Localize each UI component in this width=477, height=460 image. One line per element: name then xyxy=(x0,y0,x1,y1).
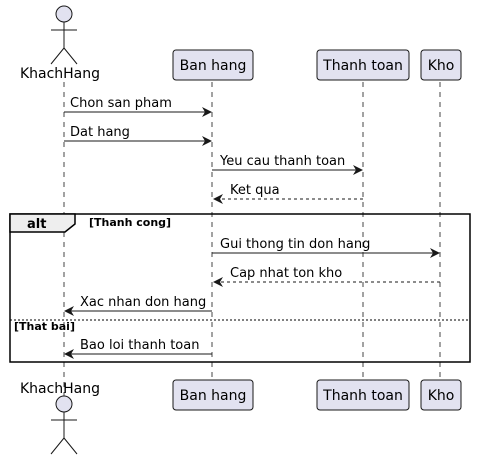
participant-box xyxy=(420,379,462,411)
actor-head-icon xyxy=(55,395,73,413)
alt-guard-success: [Thanh cong] xyxy=(89,216,171,229)
message-label: Dat hang xyxy=(70,125,130,140)
message-7: Xac nhan don hang xyxy=(64,295,212,316)
actor-leg-left-icon xyxy=(50,437,65,455)
participant-box xyxy=(172,379,254,411)
participant-label: Ban hang xyxy=(180,58,247,74)
alt-label-tab xyxy=(9,213,76,233)
actor-leg-right-icon xyxy=(63,437,78,455)
participant-box xyxy=(420,49,462,81)
message-label: Xac nhan don hang xyxy=(80,295,206,310)
message-label: Ket qua xyxy=(230,183,280,198)
message-1: Chon san pham xyxy=(64,96,212,117)
actor-label: KhachHang xyxy=(20,381,100,397)
alt-guard-failure: [That bai] xyxy=(14,320,75,333)
message-label: Chon san pham xyxy=(70,96,172,111)
participant-kho-bottom: Kho xyxy=(420,379,462,411)
actor-leg-left-icon xyxy=(50,47,65,65)
message-4: Ket qua xyxy=(213,183,363,204)
participant-label: Ban hang xyxy=(180,388,247,404)
message-label: Gui thong tin don hang xyxy=(220,237,370,252)
alt-fragment: alt [Thanh cong] [That bai] xyxy=(9,213,471,363)
message-3: Yeu cau thanh toan xyxy=(212,154,363,175)
participant-label: Thanh toan xyxy=(322,58,403,74)
participant-box xyxy=(316,49,410,81)
actor-khachhang-bottom: KhachHang xyxy=(20,381,100,455)
participant-banhang-bottom: Ban hang xyxy=(172,379,254,411)
participant-kho-top: Kho xyxy=(420,49,462,81)
participant-banhang-top: Ban hang xyxy=(172,49,254,81)
message-5: Gui thong tin don hang xyxy=(212,237,440,258)
participant-label: Kho xyxy=(428,388,455,404)
lifelines xyxy=(63,82,441,396)
participant-thanhtoan-bottom: Thanh toan xyxy=(316,379,410,411)
participant-box xyxy=(172,49,254,81)
message-label: Yeu cau thanh toan xyxy=(219,154,345,169)
actor-head-icon xyxy=(55,5,73,23)
message-label: Bao loi thanh toan xyxy=(80,338,199,353)
message-label: Cap nhat ton kho xyxy=(230,266,342,281)
participant-label: Thanh toan xyxy=(322,388,403,404)
alt-label: alt xyxy=(27,217,46,232)
message-6: Cap nhat ton kho xyxy=(213,266,440,287)
participant-label: Kho xyxy=(428,58,455,74)
alt-frame xyxy=(9,213,471,363)
message-2: Dat hang xyxy=(64,125,212,146)
actor-leg-right-icon xyxy=(63,47,78,65)
message-8: Bao loi thanh toan xyxy=(64,338,212,359)
actor-khachhang-top: KhachHang xyxy=(20,5,100,82)
participant-box xyxy=(316,379,410,411)
participant-thanhtoan-top: Thanh toan xyxy=(316,49,410,81)
actor-label: KhachHang xyxy=(20,66,100,82)
